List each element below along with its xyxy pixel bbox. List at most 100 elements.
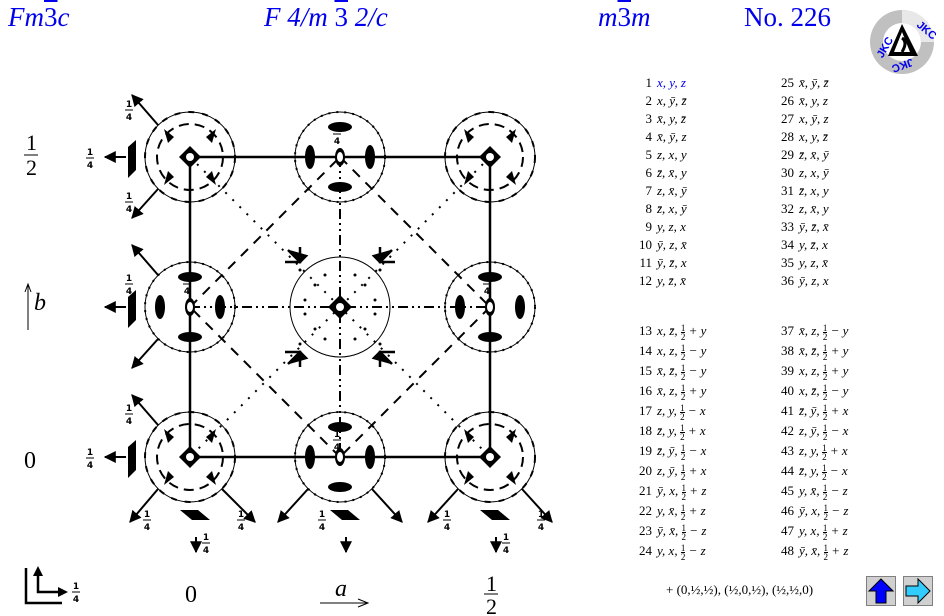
svg-text:4: 4 <box>126 287 132 297</box>
arrow-right-icon <box>905 577 931 605</box>
height-label: 14 <box>125 100 133 123</box>
up-button[interactable] <box>866 576 896 606</box>
svg-text:1: 1 <box>73 582 79 592</box>
svg-text:1: 1 <box>144 510 150 520</box>
svg-text:4: 4 <box>319 523 325 533</box>
centering-translations: + (0,½,½), (½,0,½), (½,½,0) <box>666 582 814 597</box>
svg-text:1: 1 <box>126 274 132 284</box>
svg-text:1: 1 <box>538 510 544 520</box>
svg-text:2: 2 <box>486 594 497 616</box>
svg-text:4: 4 <box>203 546 209 556</box>
svg-text:4: 4 <box>238 523 244 533</box>
translation-2: (½,0,½) <box>724 582 766 597</box>
svg-text:4: 4 <box>538 523 544 533</box>
full-symbol: F 4/m 3 2/c <box>264 2 388 32</box>
svg-text:1: 1 <box>444 510 450 520</box>
next-button[interactable] <box>903 576 933 606</box>
svg-text:1: 1 <box>484 274 490 284</box>
svg-text:a: a <box>335 576 347 602</box>
svg-text:1: 1 <box>503 533 509 543</box>
translation-3: (½,½,0) <box>771 582 814 597</box>
svg-text:4: 4 <box>126 205 132 215</box>
jkc-logo[interactable]: JKC JKC JKC <box>868 8 936 76</box>
svg-text:4: 4 <box>334 137 340 147</box>
svg-text:4: 4 <box>87 461 93 471</box>
hermann-mauguin-symbol: Fm3c <box>8 2 70 32</box>
svg-text:b: b <box>34 290 46 316</box>
svg-text:4: 4 <box>87 161 93 171</box>
svg-text:4: 4 <box>444 523 450 533</box>
svg-text:1: 1 <box>486 571 497 596</box>
svg-text:0: 0 <box>185 582 197 608</box>
svg-text:4: 4 <box>126 417 132 427</box>
svg-text:1: 1 <box>126 404 132 414</box>
point-group-symbol: m3m <box>598 2 651 32</box>
space-group-number: No. 226 <box>744 2 831 32</box>
svg-text:1: 1 <box>334 124 340 134</box>
svg-text:1: 1 <box>126 192 132 202</box>
translation-1: (0,½,½) <box>676 582 718 597</box>
svg-text:1: 1 <box>87 148 93 158</box>
svg-text:4: 4 <box>184 287 190 297</box>
symmetry-diagram: 14 14 14 14 14 14 14 14 14 14 14 14 14 1… <box>24 94 553 616</box>
svg-text:4: 4 <box>334 443 340 453</box>
svg-text:1: 1 <box>238 510 244 520</box>
svg-text:2: 2 <box>26 155 37 180</box>
svg-text:1: 1 <box>203 533 209 543</box>
svg-text:1: 1 <box>87 448 93 458</box>
arrow-up-icon <box>867 578 895 604</box>
svg-text:1: 1 <box>26 130 37 155</box>
svg-text:0: 0 <box>24 448 36 474</box>
svg-text:1: 1 <box>184 274 190 284</box>
svg-text:4: 4 <box>503 546 509 556</box>
svg-text:1: 1 <box>126 100 132 110</box>
svg-text:4: 4 <box>484 287 490 297</box>
svg-text:1: 1 <box>319 510 325 520</box>
svg-text:4: 4 <box>144 523 150 533</box>
